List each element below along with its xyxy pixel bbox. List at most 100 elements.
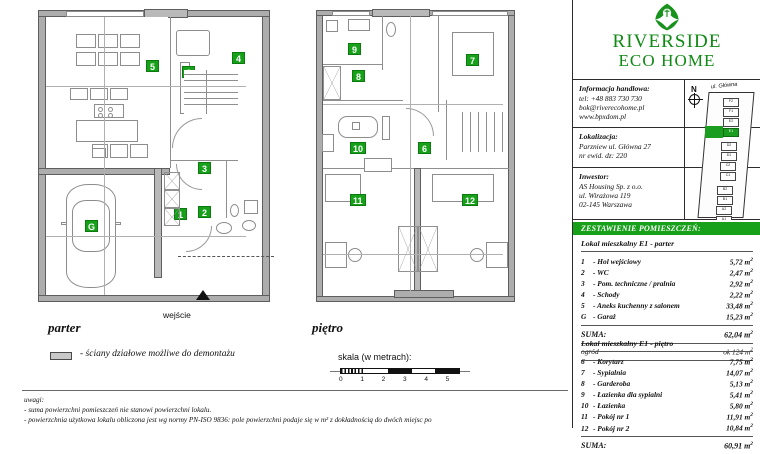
schedule-row: 9 - Łazienka dla sypialni 5,41 m2 bbox=[581, 389, 753, 400]
partition-bed7-left bbox=[438, 16, 439, 112]
dimension-line-h bbox=[46, 236, 246, 237]
room-number-6: 6 bbox=[418, 142, 431, 154]
row-name: - Sypialnia bbox=[593, 368, 627, 378]
row-area: 5,80 m2 bbox=[729, 400, 753, 411]
legend-text-demountable-wall: - ściany działowe możliwe do demontażu bbox=[80, 349, 235, 359]
kitchen-base-cabinet bbox=[130, 144, 148, 158]
sum-label: SUMA: bbox=[581, 329, 607, 339]
contact-email[interactable]: bok@riverecohome.pl bbox=[579, 103, 645, 112]
car-mirror-left bbox=[61, 222, 67, 225]
sum-value: 62,04 m2 bbox=[724, 329, 753, 340]
stair-tread bbox=[184, 74, 238, 75]
row-area: 14,07 m2 bbox=[726, 367, 753, 378]
scale-segment-4-5 bbox=[435, 369, 459, 373]
desk-chair-11 bbox=[348, 248, 362, 262]
row-area: 33,48 m2 bbox=[726, 300, 753, 311]
row-name: - Schody bbox=[593, 290, 620, 300]
vanity-counter bbox=[348, 19, 370, 31]
site-plot[interactable]: E2 bbox=[723, 118, 739, 127]
row-name: - Korytarz bbox=[593, 357, 624, 367]
stair-tread-upper bbox=[478, 112, 479, 152]
scale-tick: 3 bbox=[402, 376, 407, 383]
staircase-upper bbox=[456, 112, 508, 152]
investor-cell: Inwestor: AS Housing Sp. z o.o. ul. Wira… bbox=[573, 168, 685, 219]
schedule-rule bbox=[581, 325, 753, 326]
window-top-left bbox=[66, 10, 144, 17]
room-number-garage: G bbox=[85, 220, 99, 232]
sum-value: 60,91 m2 bbox=[724, 440, 753, 451]
schedule-row: 7 - Sypialnia 14,07 m2 bbox=[581, 367, 753, 378]
schedule-header: ZESTAWIENIE POMIESZCZEŃ: bbox=[573, 222, 760, 235]
row-name: - Garderoba bbox=[593, 379, 631, 389]
scale-tick: 5 bbox=[445, 376, 450, 383]
site-plot[interactable]: D1 bbox=[721, 152, 737, 161]
wardrobe-unit-11 bbox=[364, 158, 392, 172]
north-arrow-icon bbox=[688, 93, 703, 108]
contact-website[interactable]: www.bpxdom.pl bbox=[579, 112, 627, 121]
dimension-line-h-upper bbox=[323, 254, 503, 255]
desk-12 bbox=[486, 242, 508, 268]
door-swing-hall bbox=[172, 118, 202, 148]
site-plot-highlighted[interactable]: E1 bbox=[723, 128, 739, 137]
stair-tread bbox=[184, 98, 238, 99]
dining-chair bbox=[120, 52, 140, 66]
schedule-row: 8 - Garderoba 5,13 m2 bbox=[581, 378, 753, 389]
notes-line-2: - powierzchnia użytkowa lokalu obliczona… bbox=[24, 416, 432, 424]
site-plot[interactable]: C2 bbox=[720, 162, 736, 171]
leaf-emblem-icon bbox=[655, 3, 679, 31]
stair-tread-upper bbox=[462, 112, 463, 152]
row-index: 8 bbox=[581, 379, 585, 389]
hall-partition-v bbox=[226, 160, 227, 218]
notes-divider bbox=[22, 390, 568, 391]
dining-chair bbox=[76, 34, 96, 48]
site-plot[interactable]: C1 bbox=[720, 172, 736, 181]
cooktop-burner bbox=[108, 113, 113, 118]
window-frame-upper bbox=[372, 9, 430, 17]
row-area: 5,13 m2 bbox=[729, 378, 753, 389]
sink-unit bbox=[92, 148, 106, 158]
cooktop-burner bbox=[98, 113, 103, 118]
contact-cell: Informacja handlowa: tel: +48 883 730 73… bbox=[573, 80, 685, 127]
balcony-hatch bbox=[398, 226, 418, 272]
wall-exterior-right bbox=[262, 10, 270, 302]
site-plot[interactable]: F1 bbox=[723, 108, 739, 117]
cooktop-burner bbox=[98, 107, 103, 112]
schedule-row: G - Garaż 15,23 m2 bbox=[581, 311, 753, 322]
site-plot[interactable]: B1 bbox=[717, 196, 733, 205]
window-upper-top-a bbox=[332, 10, 370, 16]
site-plot[interactable]: D2 bbox=[721, 142, 737, 151]
hatch-region-entry bbox=[164, 190, 180, 208]
legend-swatch-demountable-wall bbox=[50, 352, 72, 360]
kitchen-base-cabinet bbox=[110, 144, 128, 158]
investor-company: AS Housing Sp. z o.o. bbox=[579, 182, 643, 191]
room-number-3: 3 bbox=[198, 162, 211, 174]
room-number-5: 5 bbox=[146, 60, 159, 72]
investor-street: ul. Wirażowa 119 bbox=[579, 191, 631, 200]
sink-basin bbox=[242, 220, 256, 231]
scale-tick: 1 bbox=[360, 376, 364, 383]
scale-segment-1-2 bbox=[364, 369, 389, 373]
site-plot[interactable]: F2 bbox=[723, 98, 739, 107]
row-index: 7 bbox=[581, 368, 585, 378]
stair-stringer bbox=[206, 70, 207, 114]
shower-tray bbox=[326, 20, 338, 32]
schedule-row: 11 - Pokój nr 1 11,91 m2 bbox=[581, 411, 753, 422]
schedule-ground-sum: SUMA: 62,04 m2 bbox=[581, 326, 753, 344]
site-plot[interactable]: B2 bbox=[717, 186, 733, 195]
schedule-ground-list: 1 - Hol wejściowy 5,72 m2 2 - WC 2,47 m2… bbox=[581, 252, 753, 325]
wall-exterior-right-upper bbox=[508, 10, 515, 302]
brand-header: RIVERSIDE ECO HOME bbox=[573, 0, 760, 80]
scale-tick: 2 bbox=[381, 376, 386, 383]
upper-floor-plan: 9 8 7 10 6 11 1 bbox=[310, 8, 560, 335]
stair-tread bbox=[184, 92, 238, 93]
site-plot[interactable]: A2 bbox=[716, 206, 732, 215]
room-number-7: 7 bbox=[466, 54, 479, 66]
row-index: 10 bbox=[581, 401, 589, 411]
row-index: 5 bbox=[581, 301, 585, 311]
schedule-row: 3 - Pom. techniczne / pralnia 2,92 m2 bbox=[581, 278, 753, 289]
partition-bath9-right bbox=[382, 16, 383, 70]
site-plot[interactable]: A1 bbox=[716, 216, 732, 220]
sink-basin bbox=[216, 222, 232, 234]
corridor-partition-v bbox=[446, 100, 447, 160]
door-swing-entrance bbox=[186, 226, 212, 252]
